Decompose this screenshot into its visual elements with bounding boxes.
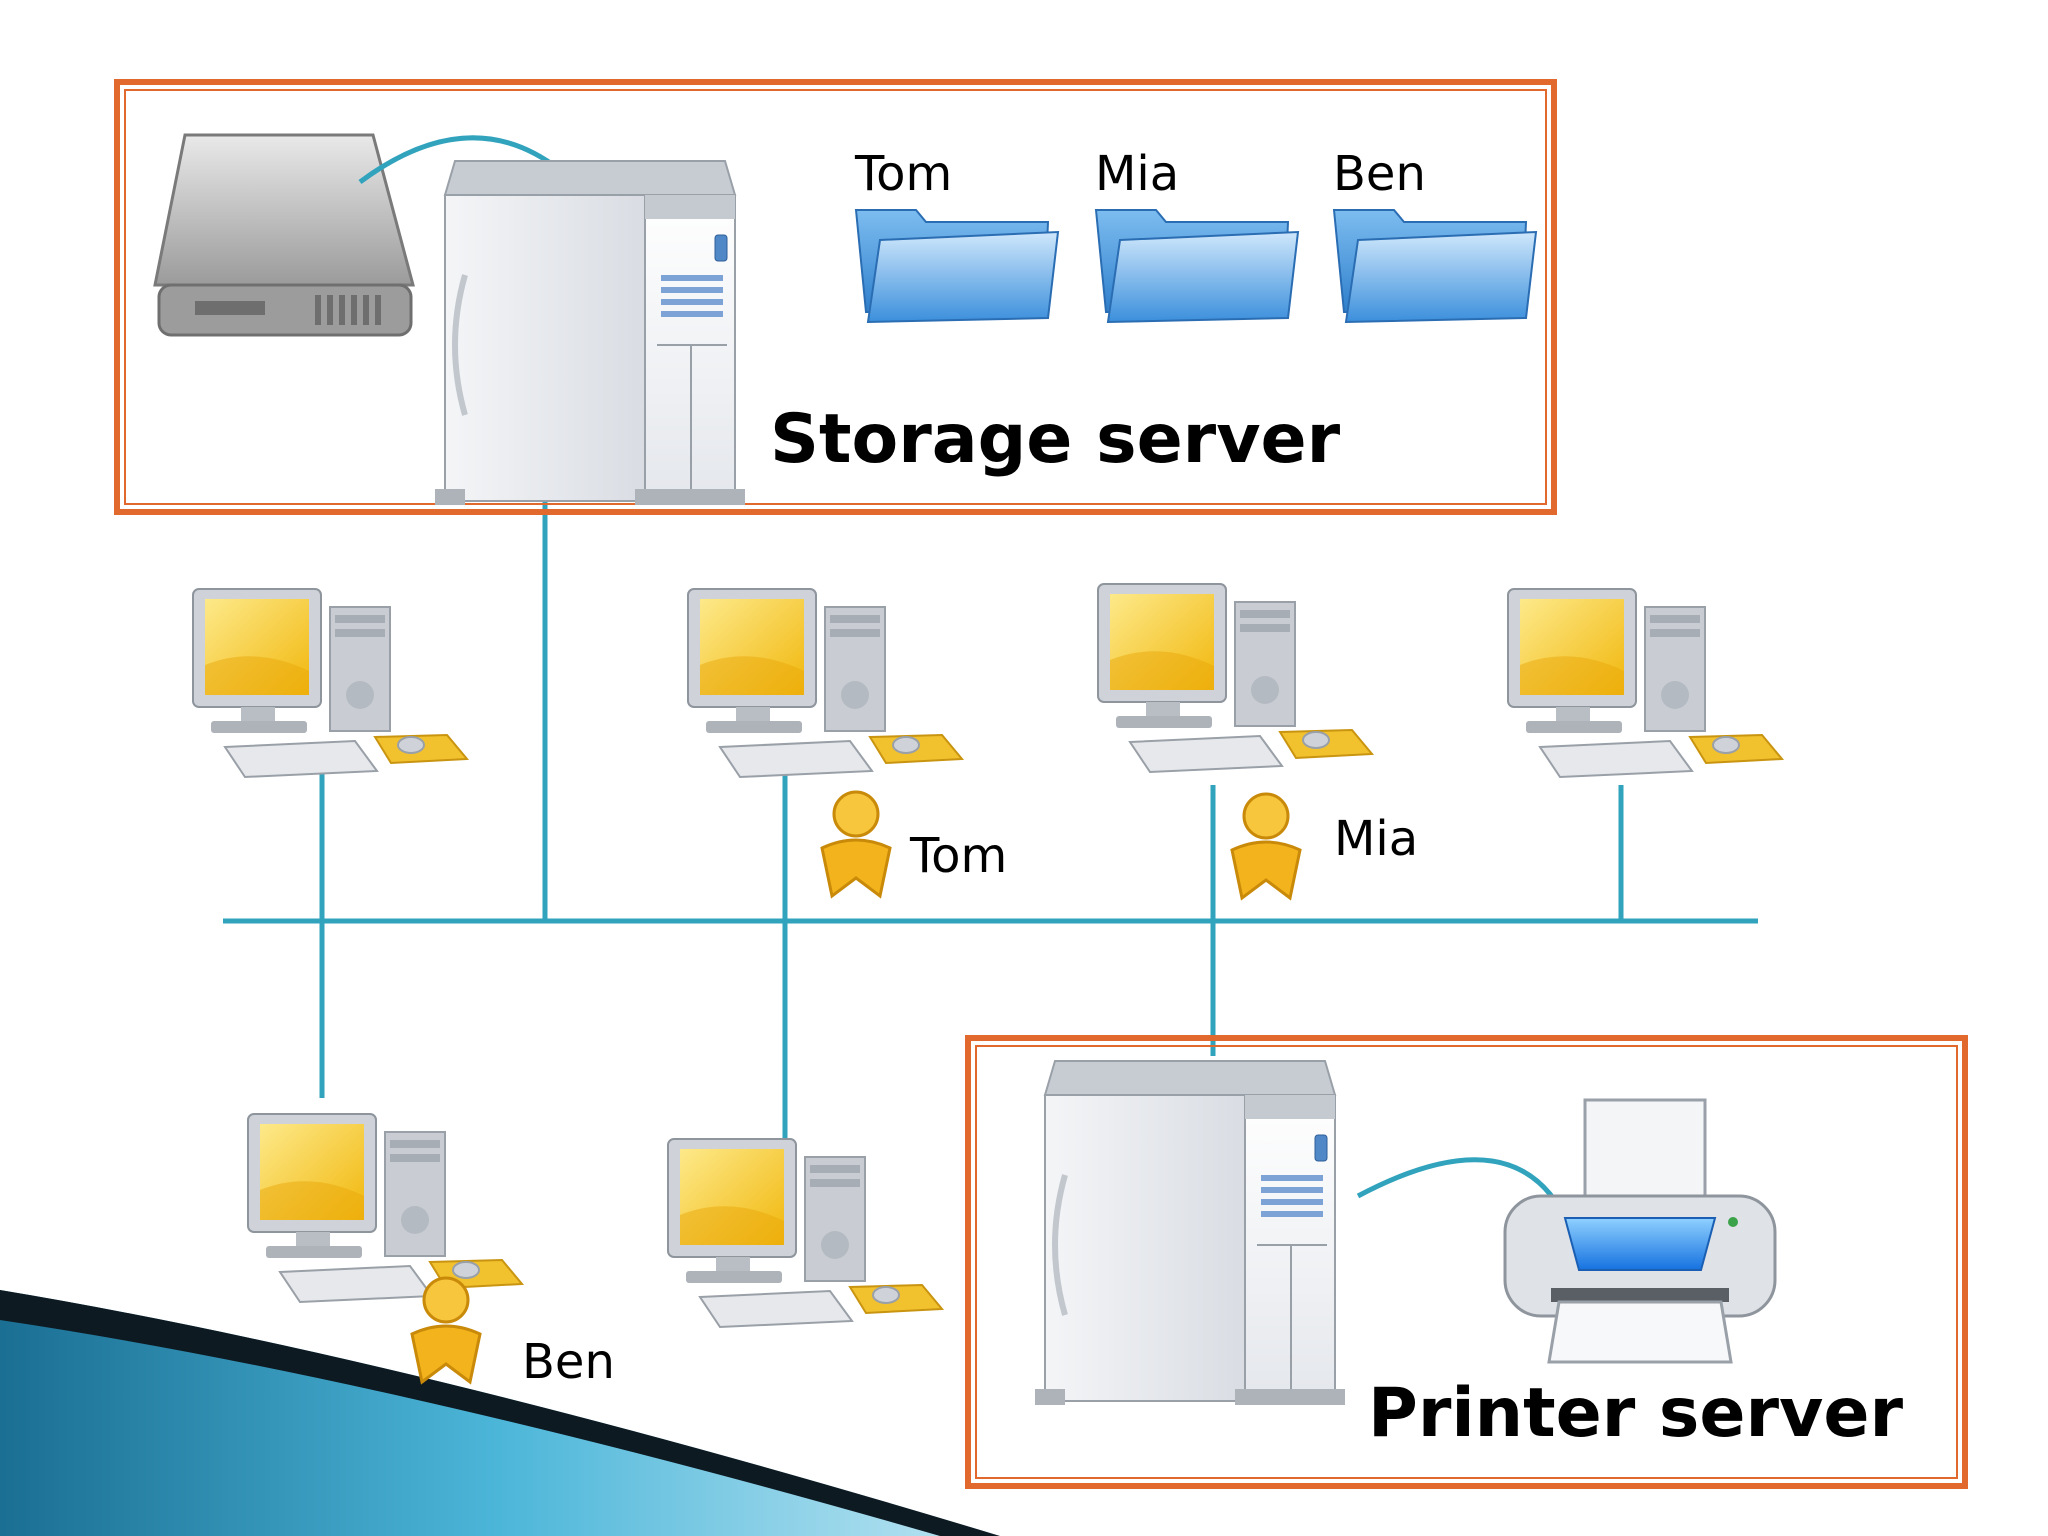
workstation-icon [1097,583,1373,773]
workstation-icon [687,588,963,778]
folder-icon [855,209,1059,323]
folder-label-tom: Tom [854,146,952,202]
printer-server-title: Printer server [1368,1374,1904,1453]
user-icon [820,790,892,898]
workstation-icon [667,1138,943,1328]
folder-icon [1333,209,1537,323]
workstation-icon [1507,588,1783,778]
user-icon [1230,792,1302,900]
user-label-mia: Mia [1334,811,1418,867]
printer-icon [1503,1098,1777,1364]
workstation-icon [192,588,468,778]
hard-drive-icon [153,133,415,337]
server-tower-icon [435,161,745,505]
workstation-icon [247,1113,523,1303]
printer-server-frame [965,1035,1968,1489]
user-label-ben: Ben [522,1334,615,1390]
storage-server-panel: Tom Mia Ben Storage server [114,79,1557,515]
slide-corner-swoosh [0,1290,1000,1536]
storage-server-title: Storage server [770,400,1341,479]
server-tower-icon [1035,1061,1345,1405]
drive-cable [358,135,562,185]
network-bus [223,498,1758,1162]
folder-label-mia: Mia [1095,146,1179,202]
user-label-tom: Tom [909,828,1007,884]
folder-icon [1095,209,1299,323]
folder-label-ben: Ben [1333,146,1426,202]
printer-server-panel: Printer server [965,1035,1968,1489]
storage-server-frame [114,79,1557,515]
